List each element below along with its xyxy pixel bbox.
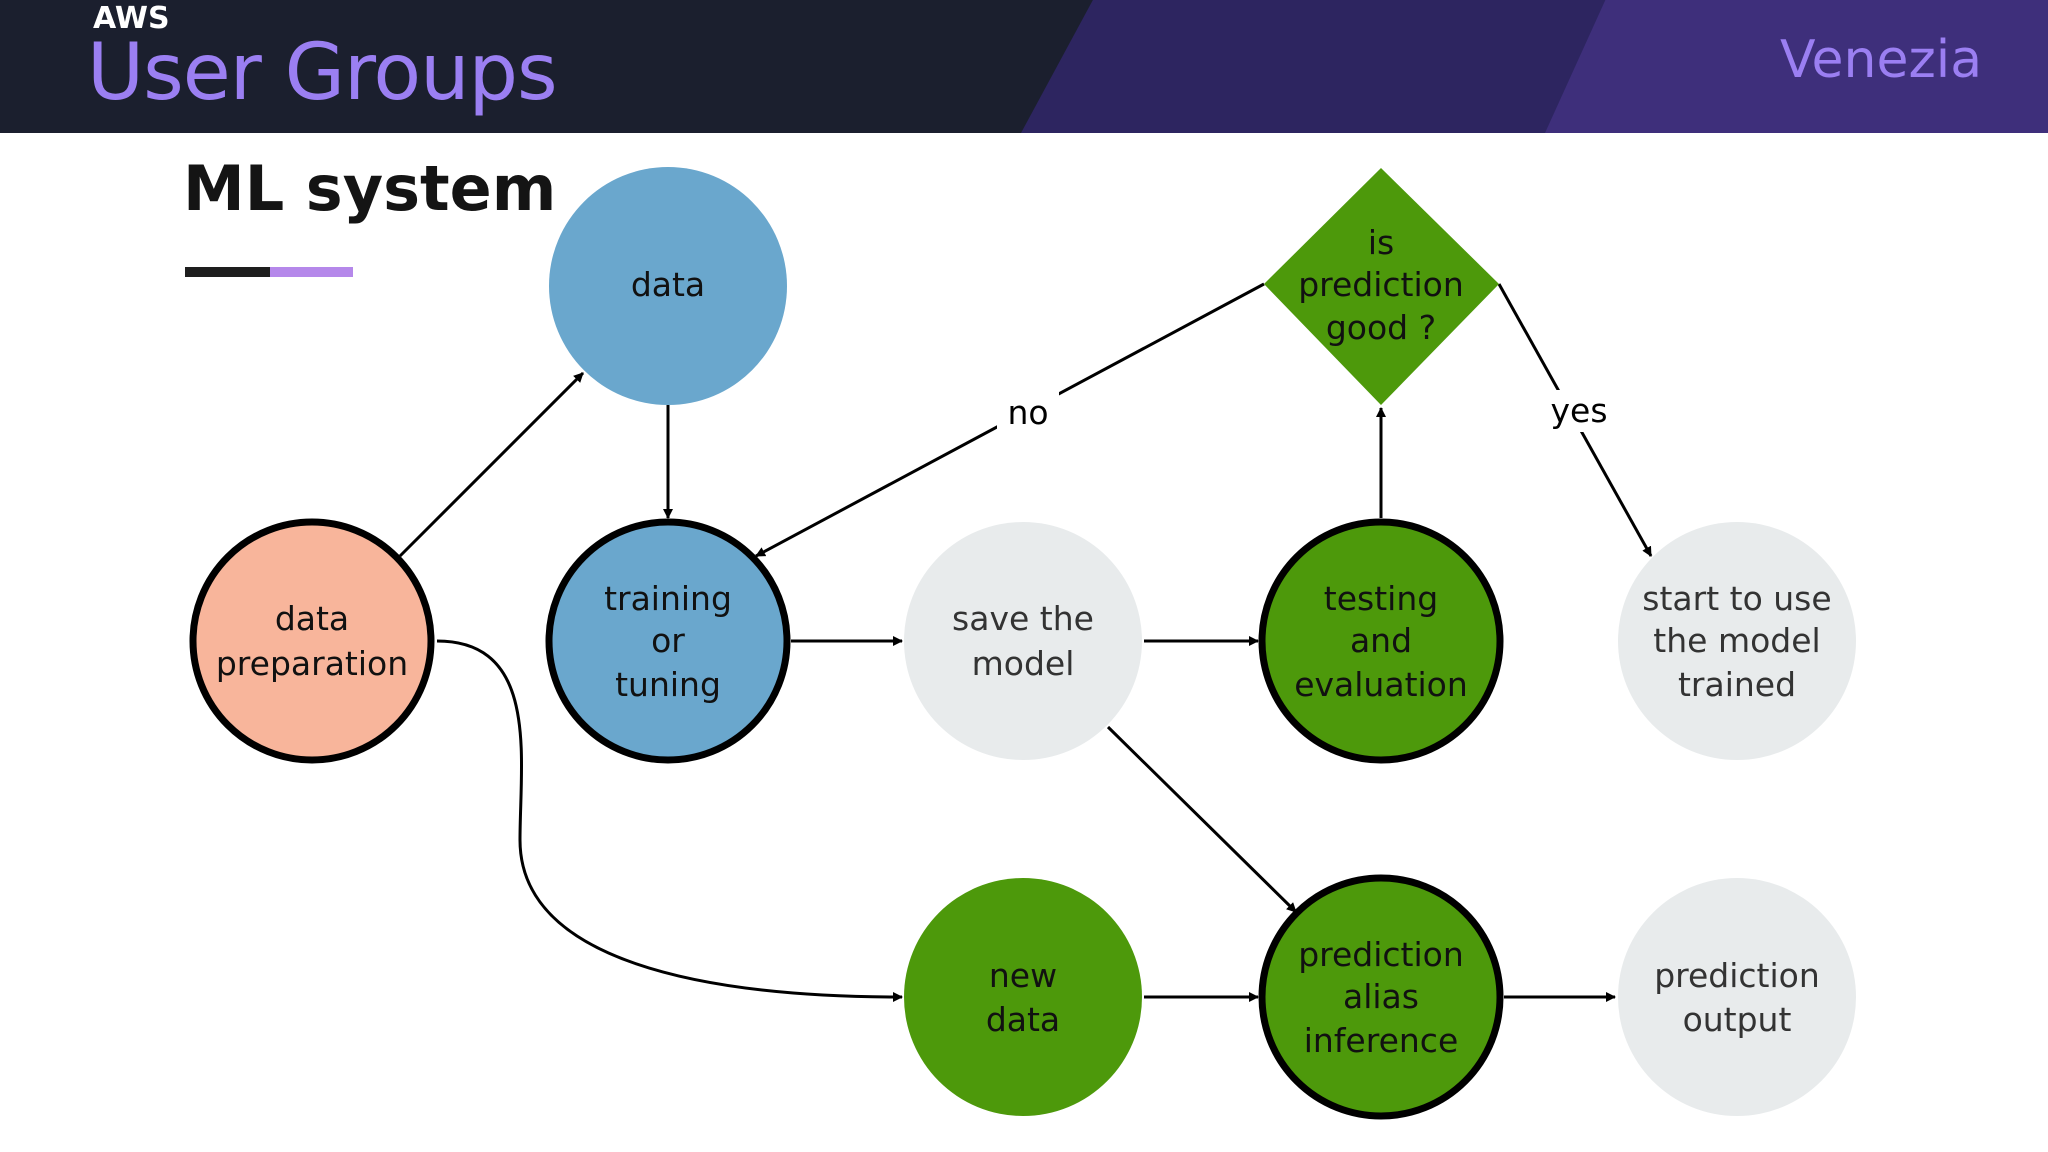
node-testing-line1: testing xyxy=(1324,579,1438,618)
node-prediction-inference xyxy=(1258,874,1504,1120)
edge-label-no-bg xyxy=(997,392,1059,434)
header-banner: AWS User Groups Venezia xyxy=(0,0,2048,133)
node-decision xyxy=(1264,168,1499,405)
node-start-use xyxy=(1618,522,1856,760)
title-underline-purple xyxy=(270,267,353,277)
edge-prep-to-data xyxy=(398,371,585,558)
slide-title: ML system xyxy=(183,152,557,225)
node-new-data xyxy=(904,878,1142,1116)
edge-label-yes: yes xyxy=(1550,391,1607,430)
edge-label-no: no xyxy=(1007,393,1048,432)
header-band-accent xyxy=(1545,0,2048,133)
node-new-data-line1: new xyxy=(989,956,1057,995)
node-training-line1: training xyxy=(604,579,732,618)
edge-prep-to-newdata xyxy=(436,639,903,1002)
node-start-use-line2: the model xyxy=(1653,621,1820,660)
edge-label-yes-bg xyxy=(1545,390,1613,432)
node-training xyxy=(545,518,791,764)
node-data-preparation-line1: data xyxy=(275,599,349,638)
node-testing xyxy=(1258,518,1504,764)
node-start-use-line3: trained xyxy=(1678,665,1796,704)
node-data xyxy=(549,167,787,405)
node-start-use-line1: start to use xyxy=(1642,579,1831,618)
node-testing-line2: and xyxy=(1350,621,1412,660)
city-label: Venezia xyxy=(1780,30,1983,90)
node-decision-line3: good ? xyxy=(1326,308,1436,347)
edges xyxy=(398,282,1653,1002)
node-data-preparation-line2: preparation xyxy=(216,644,408,683)
node-testing-line3: evaluation xyxy=(1294,665,1468,704)
title-underline-dark xyxy=(185,267,270,277)
node-training-line3: tuning xyxy=(615,665,721,704)
node-data-label: data xyxy=(631,265,705,304)
node-prediction-output xyxy=(1618,878,1856,1116)
user-groups-title: User Groups xyxy=(87,28,558,118)
node-training-line2: or xyxy=(651,621,685,660)
node-decision-line1: is xyxy=(1368,223,1394,262)
aws-logo-text: AWS xyxy=(93,1,170,36)
node-decision-line2: prediction xyxy=(1298,265,1464,304)
node-save-model-line2: model xyxy=(972,644,1075,683)
node-prediction-inference-line3: inference xyxy=(1304,1021,1459,1060)
node-data-preparation xyxy=(189,518,435,764)
node-prediction-output-line1: prediction xyxy=(1654,956,1820,995)
node-save-model-line1: save the xyxy=(952,599,1094,638)
node-prediction-inference-line1: prediction xyxy=(1298,935,1464,974)
node-new-data-line2: data xyxy=(986,1000,1060,1039)
node-prediction-output-line2: output xyxy=(1683,1000,1792,1039)
node-prediction-inference-line2: alias xyxy=(1343,977,1419,1016)
edge-save-to-inference xyxy=(1106,725,1298,914)
node-save-model xyxy=(904,522,1142,760)
